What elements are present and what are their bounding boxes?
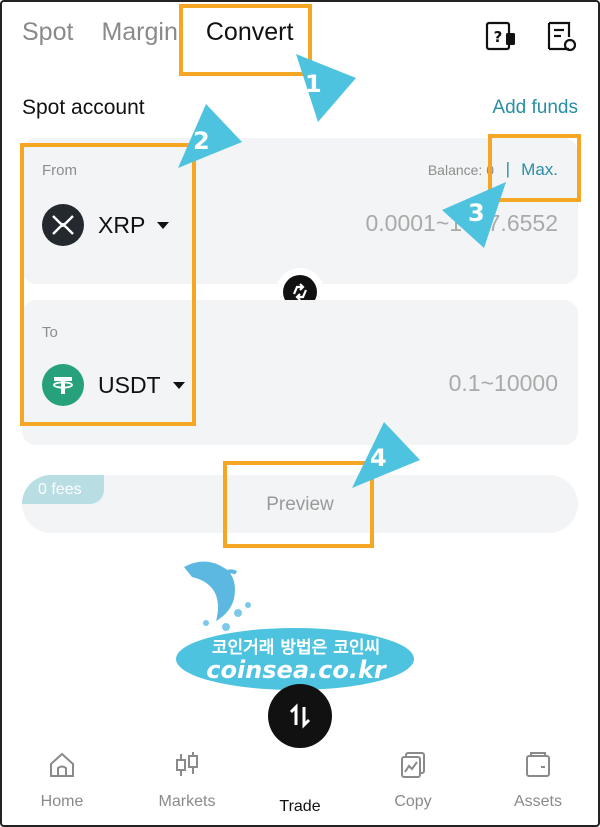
nav-markets-label: Markets — [158, 793, 216, 810]
candlestick-icon — [176, 752, 198, 776]
annotation-marker-1 — [296, 54, 356, 122]
tether-logo-icon — [42, 364, 84, 406]
nav-home[interactable]: Home — [12, 750, 112, 811]
annotation-number-3: 3 — [468, 199, 485, 227]
trade-mode-tabs: Spot Margin Convert — [22, 18, 293, 47]
highlight-box-preview — [223, 461, 374, 548]
nav-assets[interactable]: Assets — [488, 750, 588, 811]
nav-markets[interactable]: Markets — [137, 750, 237, 811]
to-amount-input[interactable]: 0.1~10000 — [448, 370, 558, 396]
watermark-site-text: coinsea.co.kr — [206, 656, 386, 684]
to-coin-name: USDT — [98, 371, 161, 398]
annotation-number-4: 4 — [370, 444, 387, 472]
from-label: From — [42, 162, 77, 179]
highlight-box-max — [488, 134, 581, 202]
fees-badge: 0 fees — [22, 475, 104, 504]
trade-nav-button[interactable] — [268, 684, 332, 748]
to-card: To USDT 0.1~10000 — [22, 300, 578, 445]
annotation-marker-4 — [352, 422, 420, 488]
tab-convert[interactable]: Convert — [205, 18, 294, 46]
annotation-marker-2 — [178, 104, 242, 168]
wallet-icon — [526, 752, 550, 777]
dolphin-logo-icon — [184, 561, 251, 631]
copy-trading-icon — [401, 752, 425, 778]
max-button[interactable]: Max. — [521, 160, 558, 179]
nav-copy[interactable]: Copy — [363, 750, 463, 811]
balance-text: Balance: 0 — [427, 162, 494, 178]
home-icon — [50, 752, 74, 777]
highlight-box-coin-selectors — [20, 143, 196, 426]
preview-button[interactable]: Preview — [266, 494, 334, 515]
add-funds-link[interactable]: Add funds — [492, 97, 578, 118]
bottom-nav: Home Markets Trade Copy Assets — [0, 740, 600, 820]
annotation-number-1: 1 — [305, 70, 322, 98]
header-actions: ? — [484, 20, 578, 59]
chevron-down-icon — [157, 221, 170, 229]
highlight-box-convert — [179, 4, 312, 76]
to-label: To — [42, 324, 58, 341]
tab-margin[interactable]: Margin — [101, 18, 178, 46]
nav-home-label: Home — [40, 793, 84, 810]
from-card: From Balance: 0 | Max. XRP 0.0001~1847.6… — [22, 138, 578, 284]
help-icon[interactable]: ? — [484, 20, 518, 59]
annotation-number-2: 2 — [193, 127, 210, 155]
nav-trade[interactable]: Trade — [250, 790, 350, 816]
xrp-logo-icon — [42, 204, 84, 246]
nav-trade-label: Trade — [279, 798, 321, 815]
nav-assets-label: Assets — [513, 793, 562, 810]
from-coin-selector[interactable]: XRP — [42, 204, 170, 246]
chevron-down-icon — [172, 381, 185, 389]
trade-arrows-icon — [289, 703, 311, 729]
from-coin-name: XRP — [98, 211, 146, 238]
svg-text:?: ? — [494, 28, 503, 46]
order-history-icon[interactable] — [544, 20, 578, 59]
nav-copy-label: Copy — [394, 793, 432, 810]
annotation-marker-3 — [442, 182, 506, 248]
max-separator: | — [505, 159, 510, 178]
preview-bar: 0 fees Preview — [22, 475, 578, 533]
account-title: Spot account — [22, 96, 145, 119]
to-coin-selector[interactable]: USDT — [42, 364, 185, 406]
watermark-korean-text: 코인거래 방법은 코인씨 — [211, 638, 381, 658]
tab-spot[interactable]: Spot — [22, 18, 74, 46]
watermark-bubble — [176, 628, 414, 690]
